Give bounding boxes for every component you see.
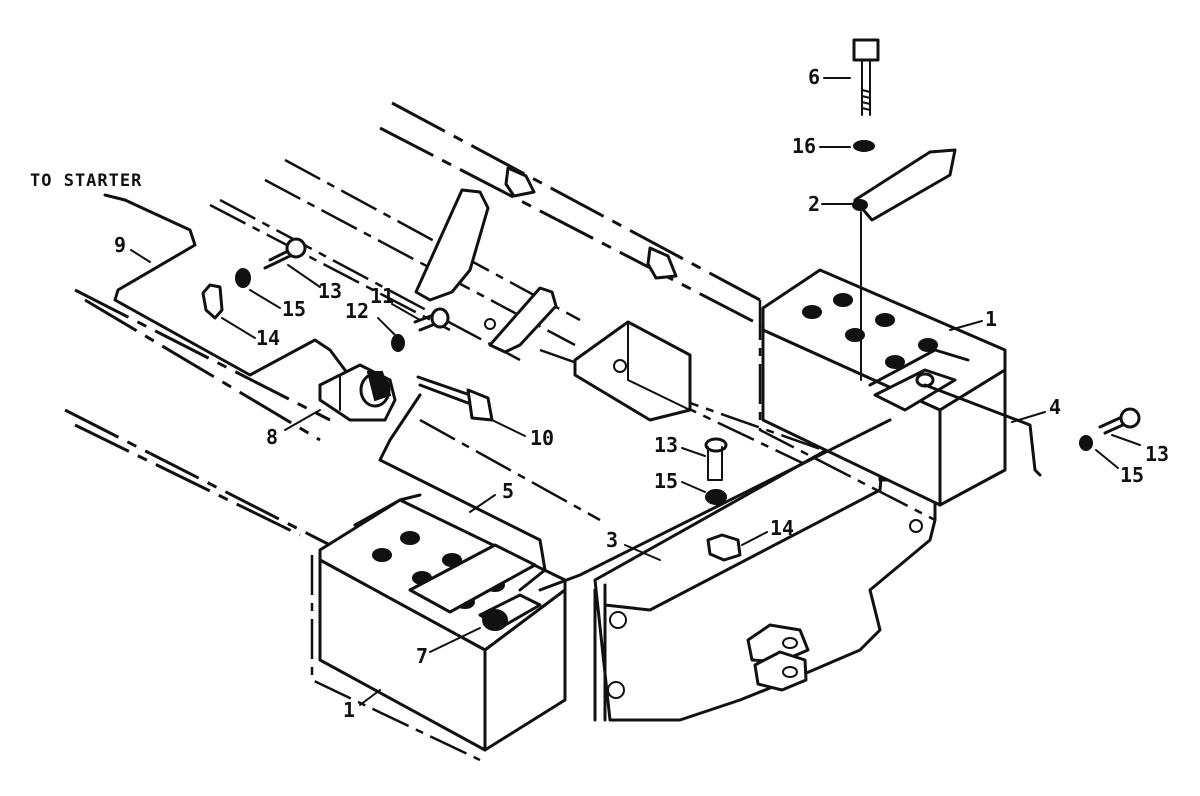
hold-down-bar-2 [852, 148, 957, 381]
callout-14-left: 14 [256, 326, 280, 350]
callout-15-left: 15 [282, 297, 306, 321]
callout-13-top: 13 [318, 279, 342, 303]
callout-9: 9 [114, 233, 126, 257]
callout-4: 4 [1049, 395, 1061, 419]
cable-4 [923, 383, 1042, 477]
leader-lines [130, 77, 1141, 706]
solenoid [318, 363, 397, 422]
washer-15-left [235, 268, 251, 288]
washer-15-mid [705, 489, 727, 505]
callout-10: 10 [530, 426, 554, 450]
callout-3: 3 [606, 528, 618, 552]
callout-1-left: 1 [343, 698, 355, 722]
callout-6: 6 [808, 65, 820, 89]
cable-to-starter [103, 193, 347, 377]
battery-right [758, 268, 1007, 522]
callout-12: 12 [345, 299, 369, 323]
clip-14-left [201, 283, 224, 320]
callout-15-right: 15 [1120, 463, 1144, 487]
callout-2: 2 [808, 192, 820, 216]
callout-1-right: 1 [985, 307, 997, 331]
caption-to-starter: TO STARTER [30, 171, 142, 191]
washer-16 [853, 140, 875, 152]
battery-tray [593, 418, 937, 722]
frame-rails [64, 101, 881, 547]
callout-13-mid: 13 [654, 433, 678, 457]
callout-15-mid: 15 [654, 469, 678, 493]
washer-15-right [1079, 435, 1093, 451]
screw-13-right [1098, 407, 1141, 435]
rail-brackets [504, 166, 678, 280]
battery-left [310, 498, 567, 762]
cable-3 [538, 418, 892, 592]
callout-7: 7 [416, 644, 428, 668]
clip-14-mid [706, 533, 742, 562]
screw-13-mid [704, 437, 728, 481]
callout-14-mid: 14 [770, 516, 794, 540]
callout-11: 11 [370, 284, 394, 308]
cable-5 [353, 393, 547, 592]
callout-5: 5 [502, 479, 514, 503]
callout-16: 16 [792, 134, 816, 158]
ignition-key [416, 375, 494, 422]
callout-13-right: 13 [1145, 442, 1169, 466]
callout-8: 8 [266, 425, 278, 449]
gusset-plates [414, 188, 692, 422]
screw-11 [413, 307, 450, 332]
washer-12 [391, 334, 405, 352]
bolt-6 [852, 38, 880, 116]
screw-13-left [263, 237, 307, 270]
